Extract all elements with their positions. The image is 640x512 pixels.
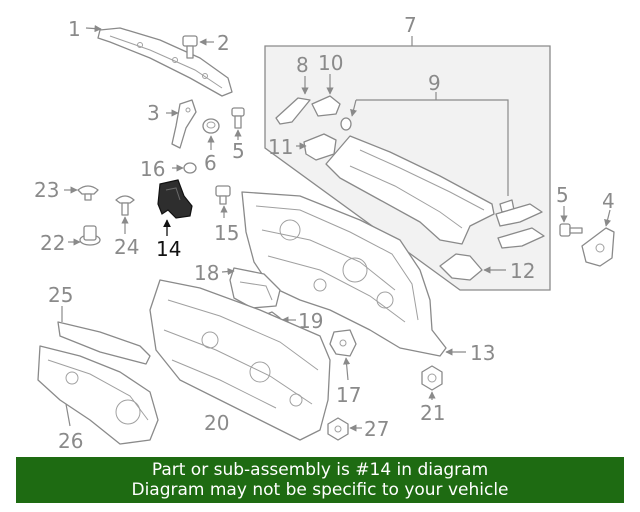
callout-23: 23: [34, 178, 59, 202]
callout-14: 14: [156, 237, 181, 261]
part-25-seal: [57, 321, 151, 365]
callout-20: 20: [204, 411, 229, 435]
part-18-panel: [229, 267, 281, 309]
callout-18: 18: [194, 261, 219, 285]
callout-17: 17: [336, 383, 361, 407]
callout-5-right: 5: [556, 183, 569, 207]
part-12-bracket: [439, 253, 483, 281]
callout-19: 19: [298, 309, 323, 333]
part-6-grommet: [202, 118, 220, 134]
part-27-nut: [327, 417, 349, 441]
callout-2: 2: [217, 31, 230, 55]
callout-12: 12: [510, 259, 535, 283]
callout-22: 22: [40, 231, 65, 255]
part-16-clip: [183, 162, 197, 174]
banner-line-1: Part or sub-assembly is #14 in diagram: [151, 460, 489, 480]
parts-diagram: 1 2 3 4 5 5 6 7 8 9 10 11 12 13 14 15 16…: [34, 13, 615, 453]
callout-24: 24: [114, 235, 139, 259]
part-1-rail: [97, 27, 233, 97]
part-21-nut: [421, 365, 443, 391]
part-3-bracket: [171, 99, 197, 149]
callout-10: 10: [318, 51, 343, 75]
part-15-bolt: [215, 185, 231, 205]
callout-21: 21: [420, 401, 445, 425]
callout-3: 3: [147, 101, 160, 125]
callout-27: 27: [364, 417, 389, 441]
part-8-bracket: [275, 97, 311, 125]
callout-25: 25: [48, 283, 73, 307]
banner-line-2: Diagram may not be specific to your vehi…: [131, 480, 509, 500]
info-banner: Part or sub-assembly is #14 in diagram D…: [16, 457, 624, 503]
callout-4: 4: [602, 189, 615, 213]
callout-9: 9: [428, 71, 441, 95]
part-20-insulator: [149, 279, 331, 441]
part-4-bracket: [581, 227, 615, 267]
callout-16: 16: [140, 157, 165, 181]
callout-15: 15: [214, 221, 239, 245]
callout-7: 7: [404, 13, 417, 37]
callout-26: 26: [58, 429, 83, 453]
part-14-highlighted: [157, 179, 193, 219]
callout-8: 8: [296, 53, 309, 77]
part-2-bolt: [182, 35, 198, 59]
part-24-clip: [115, 195, 135, 216]
callout-1: 1: [68, 17, 81, 41]
part-10-bracket: [311, 95, 341, 117]
part-26-insulator: [37, 345, 159, 445]
callout-13: 13: [470, 341, 495, 365]
part-7-cowl-panel: [325, 135, 545, 249]
part-5-bolt-left: [231, 107, 245, 129]
part-23-clip: [77, 185, 99, 201]
callout-5-left: 5: [232, 139, 245, 163]
callout-6: 6: [204, 151, 217, 175]
callout-11: 11: [268, 135, 293, 159]
part-22-fastener: [79, 225, 101, 246]
part-17-bracket: [329, 329, 357, 357]
part-5-bolt-right: [559, 223, 583, 237]
